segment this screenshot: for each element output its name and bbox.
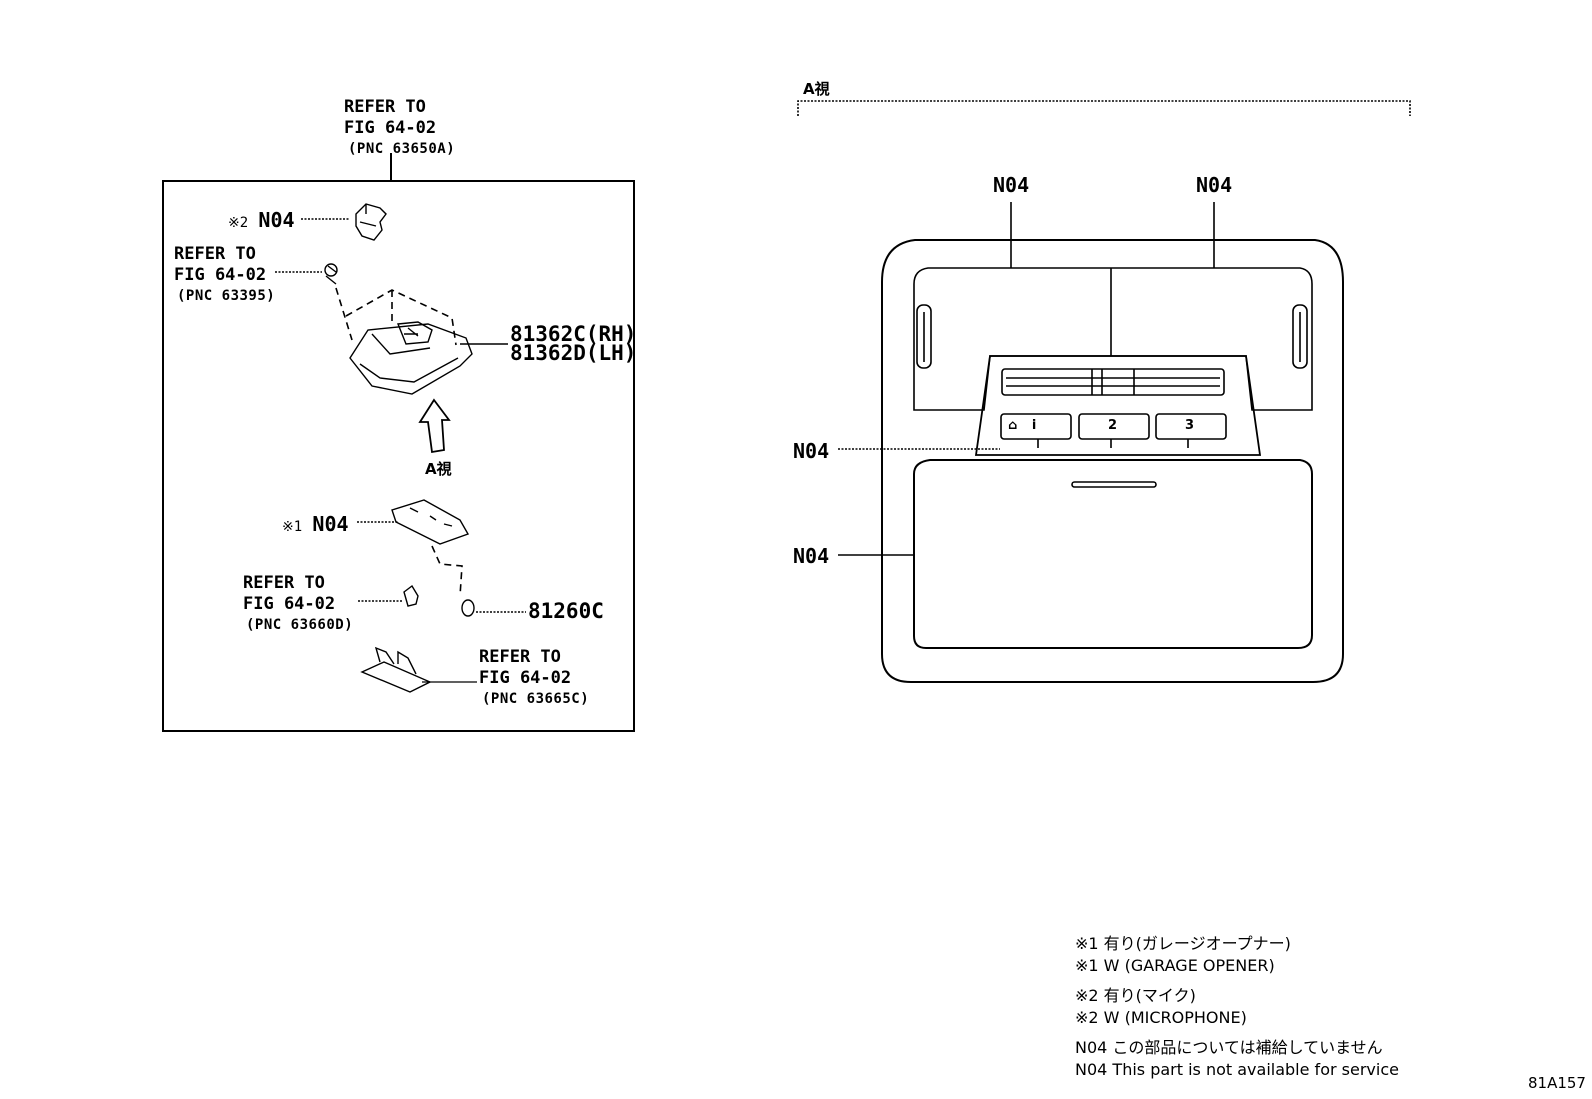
switch-part [360, 646, 432, 693]
bulb-ref-line2: FIG 64-02 [243, 594, 336, 614]
switch-ref-line2: FIG 64-02 [479, 668, 572, 688]
lid-handle [1071, 481, 1157, 488]
note-6: N04 This part is not available for servi… [1075, 1060, 1399, 1079]
garage-button-2: 2 [1108, 418, 1118, 433]
storage-lid [913, 459, 1313, 649]
vent-slots [1001, 368, 1225, 396]
lamp-phantom [345, 289, 457, 346]
garage-mark: ※1 [282, 519, 303, 535]
console-outer [881, 239, 1344, 683]
view-arrow [418, 398, 451, 454]
microphone-code: N04 [258, 208, 295, 232]
garage-board [391, 499, 470, 545]
garage-dash [431, 545, 463, 597]
microphone-part [355, 203, 387, 241]
button-box-2 [1078, 413, 1150, 440]
garage-button-3: 3 [1185, 418, 1195, 433]
bulb-left [403, 584, 419, 607]
lens-ref-line2: FIG 64-02 [174, 265, 267, 285]
bulb-right [461, 599, 475, 617]
microphone-mark: ※2 [228, 215, 249, 231]
top-ref-line1: REFER TO [344, 97, 426, 117]
switch-ref-line1: REFER TO [479, 647, 561, 667]
view-label-right: A視 [803, 80, 830, 98]
view-label-left: A視 [425, 460, 452, 478]
home-icon: ⌂ [1008, 418, 1018, 433]
lamp-part-rh: 81362C(RH) [510, 322, 637, 346]
top-ref-pnc: (PNC 63650A) [348, 141, 456, 157]
note-1: ※1 有り(ガレージオープナー) [1075, 934, 1291, 953]
lens-dash [335, 287, 353, 341]
lamp-assembly [349, 321, 473, 395]
bulb-part-number: 81260C [528, 599, 604, 623]
callout-4: N04 [793, 544, 830, 568]
garage-code: N04 [312, 512, 349, 536]
note-3: ※2 有り(マイク) [1075, 986, 1196, 1005]
bulb-ref-line1: REFER TO [243, 573, 325, 593]
callout-1: N04 [993, 173, 1030, 197]
button-box-1 [1000, 413, 1072, 440]
switch-ref-pnc: (PNC 63665C) [482, 691, 590, 707]
left-grip [916, 304, 932, 369]
garage-button-1: ⌂ i [1008, 418, 1036, 433]
microphone-callout: ※2 N04 [228, 210, 295, 234]
note-4: ※2 W (MICROPHONE) [1075, 1008, 1247, 1027]
note-5: N04 この部品については補給していません [1075, 1038, 1383, 1057]
lamp-part-lh: 81362D(LH) [510, 341, 637, 365]
note-2: ※1 W (GARAGE OPENER) [1075, 956, 1275, 975]
view-bracket [797, 100, 1411, 116]
button-label-1: i [1031, 418, 1037, 433]
center-module [974, 355, 1262, 456]
figure-id: 81A157 [1528, 1074, 1586, 1092]
exploded-view-frame [162, 180, 635, 732]
lens-ref-pnc: (PNC 63395) [177, 288, 276, 304]
lens-part [324, 263, 338, 285]
top-ref-line2: FIG 64-02 [344, 118, 437, 138]
lens-ref-line1: REFER TO [174, 244, 256, 264]
top-cover [913, 267, 1313, 411]
button-box-3 [1155, 413, 1227, 440]
right-grip [1292, 304, 1308, 369]
bulb-ref-pnc: (PNC 63660D) [246, 617, 354, 633]
callout-2: N04 [1196, 173, 1233, 197]
garage-callout: ※1 N04 [282, 514, 349, 538]
callout-3: N04 [793, 439, 830, 463]
